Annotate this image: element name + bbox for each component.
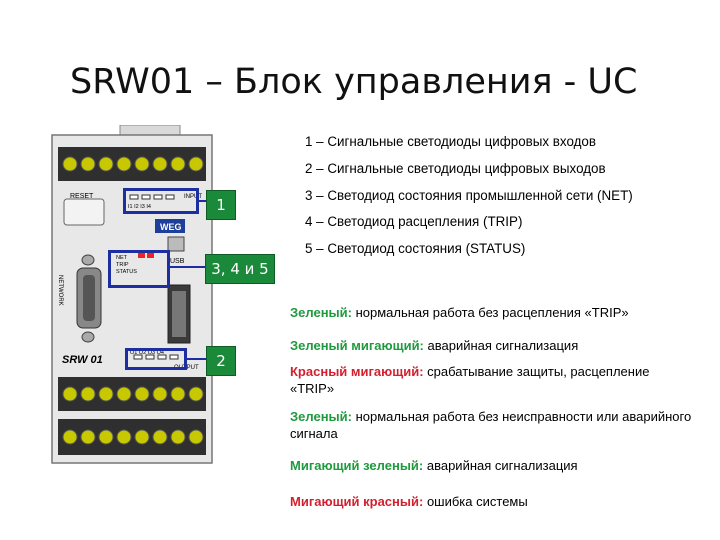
- slide-title: SRW01 – Блок управления - UC: [70, 62, 638, 102]
- usb-label: USB: [170, 258, 185, 265]
- status-item: Мигающий красный: ошибка системы: [290, 494, 715, 511]
- line-callout-1: [199, 200, 209, 202]
- brand-logo: [155, 219, 185, 233]
- input-leds: [129, 194, 175, 200]
- legend-item-3: 3 – Светодиод состояния промышленной сет…: [305, 188, 633, 203]
- status-item: Зеленый: нормальная работа без неисправн…: [290, 409, 710, 442]
- net-led: [138, 253, 145, 258]
- status-text: аварийная сигнализация: [423, 458, 578, 473]
- usb-port: [167, 236, 185, 252]
- status-text: срабатывание защиты, расцепление «TRIP»: [290, 364, 650, 396]
- callout-2: 2: [206, 346, 236, 376]
- bottom-terminal-screws-1: [62, 386, 204, 402]
- highlight-output-leds: [125, 348, 187, 370]
- status-label: Зеленый:: [290, 409, 352, 424]
- status-text: аварийная сигнализация: [423, 338, 579, 353]
- network-connector-pins: [83, 275, 95, 321]
- legend-item-4: 4 – Светодиод расцепления (TRIP): [305, 214, 523, 229]
- net-label: NET: [116, 255, 128, 261]
- status-item: Красный мигающий: срабатывание защиты, р…: [290, 364, 650, 397]
- reset-button: [63, 198, 105, 226]
- status-text: ошибка системы: [423, 494, 528, 509]
- reset-label: RESET: [70, 193, 94, 200]
- trip-label: TRIP: [116, 262, 129, 268]
- highlight-input-leds: [123, 188, 199, 214]
- status-label: STATUS: [116, 269, 137, 275]
- network-label: NETWORK: [57, 275, 63, 306]
- output-led-labels: O1 O2 O3 O4: [130, 350, 164, 356]
- status-label: Мигающий красный:: [290, 494, 424, 509]
- model-label: SRW 01: [62, 354, 103, 366]
- callout-3-4-5: 3, 4 и 5: [205, 254, 275, 284]
- input-label: INPUT: [184, 194, 202, 200]
- legend-item-1: 1 – Сигнальные светодиоды цифровых входо…: [305, 134, 596, 149]
- legend-item-5: 5 – Светодиод состояния (STATUS): [305, 241, 526, 256]
- status-item: Мигающий зеленый: аварийная сигнализация: [290, 458, 715, 475]
- status-label: Зеленый:: [290, 305, 352, 320]
- status-label: Красный мигающий:: [290, 364, 424, 379]
- status-item: Зеленый: нормальная работа без расцеплен…: [290, 305, 715, 322]
- top-terminal-screws: [62, 156, 204, 172]
- line-callout-345: [170, 266, 206, 268]
- highlight-status-leds: [108, 250, 170, 288]
- status-item: Зеленый мигающий: аварийная сигнализация: [290, 338, 715, 355]
- output-leds: [133, 354, 179, 360]
- callout-1: 1: [206, 190, 236, 220]
- connector-screw-bottom: [81, 331, 95, 343]
- status-label: Зеленый мигающий:: [290, 338, 424, 353]
- status-text: нормальная работа без расцепления «TRIP»: [351, 305, 629, 320]
- connector-screw-top: [81, 254, 95, 266]
- trip-led: [147, 253, 154, 258]
- status-label: Мигающий зеленый:: [290, 458, 424, 473]
- side-connector-slot: [172, 291, 186, 337]
- brand-text: WEG: [160, 222, 182, 232]
- input-led-labels: I1 I2 I3 I4: [128, 204, 151, 210]
- line-callout-2: [187, 358, 209, 360]
- status-text: нормальная работа без неисправности или …: [290, 409, 692, 441]
- legend-item-2: 2 – Сигнальные светодиоды цифровых выход…: [305, 161, 606, 176]
- bottom-terminal-screws-2: [62, 429, 204, 445]
- srw01-device-illustration: RESET INPUT I1 I2 I3 I4 WEG USB NET TRIP…: [51, 125, 213, 464]
